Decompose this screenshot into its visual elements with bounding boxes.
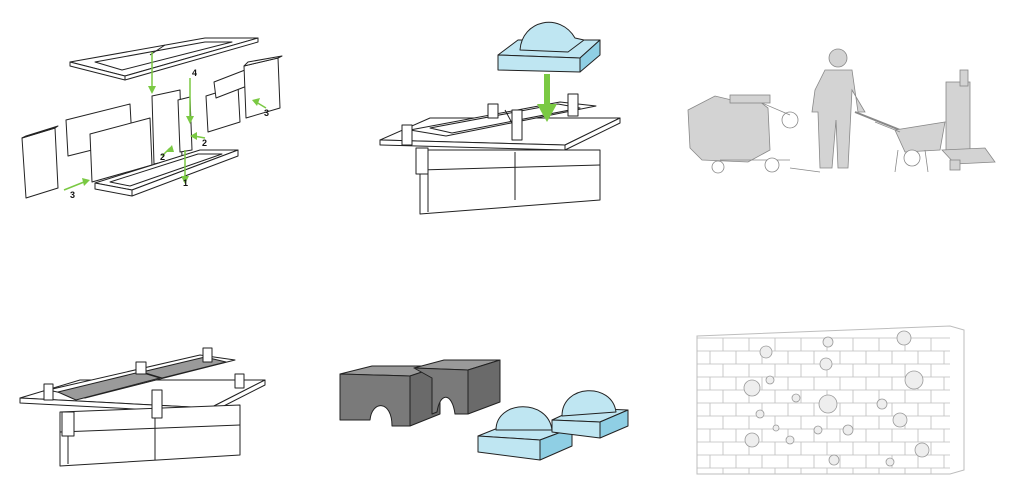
wall-opening [905,371,923,389]
formwork-lid [70,38,258,80]
panel-exploded-formwork: 1 2 2 3 3 4 [22,38,282,200]
wall-opening [766,376,774,384]
concrete-mixer-icon [688,95,820,173]
step-label: 4 [192,68,197,78]
panel-foam-insert [380,22,620,214]
wall-opening [820,358,832,370]
wall-opening [877,399,887,409]
wall-opening [886,458,894,466]
end-panel-right [244,58,280,118]
step-label: 3 [70,190,75,200]
step-label: 2 [202,138,207,148]
wall-opening [915,443,929,457]
wall-opening [760,346,772,358]
wheelbarrow-icon [875,122,945,172]
worker-icon [812,49,905,168]
panel-brick-wall [697,326,964,474]
wall-opening [819,395,837,413]
wall-opening [756,410,764,418]
wall-opening [792,394,800,402]
panel-workers-mixing [688,49,995,173]
panel-cast-blocks [340,360,628,460]
wall-opening [897,331,911,345]
wall-opening [829,455,839,465]
divider-panel [152,90,182,164]
step-label: 1 [183,178,188,188]
panel-formwork-mesh [20,348,265,466]
step-label: 2 [160,152,165,162]
wall-opening [814,426,822,434]
block-press-icon [942,70,995,170]
end-panel-left [22,128,58,198]
concrete-block-left [340,366,440,426]
foam-block [498,22,600,72]
wall-opening [773,425,779,431]
wall-opening [823,337,833,347]
wall-opening [745,433,759,447]
step-label: 3 [264,108,269,118]
wall-opening [786,436,794,444]
foam-piece-left [478,407,572,460]
wall-opening [744,380,760,396]
wall-opening [893,413,907,427]
wall-opening [843,425,853,435]
foam-piece-right [552,391,628,438]
